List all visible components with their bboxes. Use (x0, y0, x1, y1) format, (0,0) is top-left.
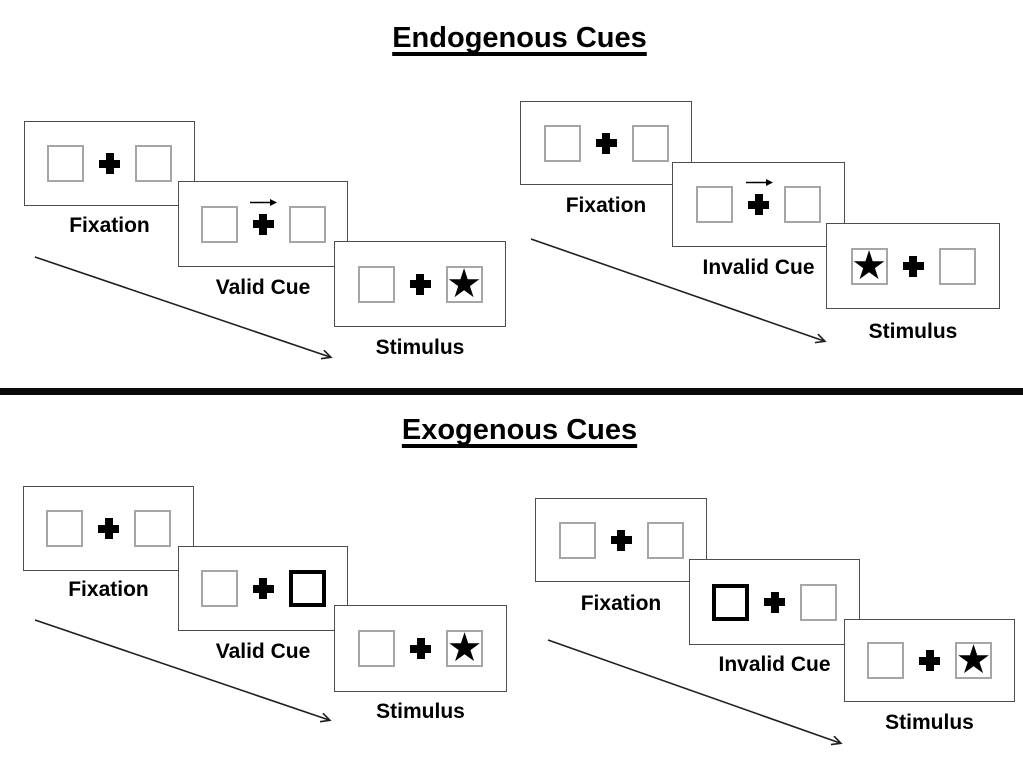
star-icon: ★ (446, 260, 482, 307)
endo-valid-stimulus-panel: ★ (334, 241, 506, 327)
right-box (135, 145, 172, 182)
left-box (46, 510, 83, 547)
left-box (357, 265, 395, 303)
center-cell (903, 256, 924, 277)
center-cell (919, 650, 940, 671)
exo-invalid-fixation-panel (535, 498, 707, 582)
right-box: ★ (446, 625, 483, 671)
step-label: Fixation (69, 214, 150, 237)
center-cell (99, 153, 120, 174)
step-label: Fixation (68, 578, 149, 601)
cue-arrow-icon (745, 179, 773, 186)
sequence-arrow-icon (34, 619, 329, 720)
fixation-cross-icon (748, 194, 769, 215)
left-box (47, 145, 84, 182)
fixation-cross-icon (764, 592, 785, 613)
star-icon: ★ (955, 637, 992, 683)
exo-invalid-stimulus-panel: ★ (844, 619, 1015, 702)
right-box (288, 570, 326, 607)
fixation-cross-icon (99, 153, 120, 174)
center-cell (764, 592, 785, 613)
endo-invalid-cue-panel (672, 162, 845, 247)
step-label: Stimulus (868, 320, 958, 343)
step-label: Invalid Cue (718, 653, 831, 676)
fixation-cross-icon (903, 256, 924, 277)
left-box (712, 583, 749, 621)
right-box (134, 510, 171, 547)
center-cell (410, 274, 431, 295)
center-cell (410, 638, 431, 659)
sequence-arrow-icon (530, 238, 824, 341)
fixation-cross-icon (253, 214, 274, 235)
exogenous-section-title: Exogenous Cues (401, 414, 638, 446)
right-box: ★ (445, 260, 483, 307)
step-label: Fixation (580, 592, 662, 615)
left-box (696, 186, 733, 223)
right-box (631, 124, 669, 162)
step-label: Stimulus (375, 336, 465, 359)
fixation-cross-icon (611, 530, 632, 551)
fixation-cross-icon (596, 133, 617, 154)
left-box (358, 630, 395, 667)
endo-invalid-stimulus-panel: ★ (826, 223, 1000, 309)
right-box (938, 247, 976, 285)
sequence-arrow-icon (34, 256, 330, 357)
right-box (800, 583, 837, 621)
exo-invalid-cue-panel (689, 559, 860, 645)
endogenous-section-title: Endogenous Cues (392, 22, 647, 54)
left-box (200, 570, 238, 607)
right-box (288, 205, 326, 243)
right-box: ★ (955, 637, 992, 683)
step-label: Stimulus (885, 711, 974, 734)
endo-valid-cue-panel (178, 181, 348, 267)
cue-arrow-icon (250, 198, 277, 206)
center-cell (596, 133, 617, 154)
endo-valid-fixation-panel (24, 121, 195, 206)
right-box (784, 186, 821, 223)
center-cell (253, 578, 274, 599)
fixation-cross-icon (98, 518, 119, 539)
exo-valid-cue-panel (178, 546, 348, 631)
left-box: ★ (850, 242, 888, 289)
fixation-cross-icon (253, 578, 274, 599)
step-label: Fixation (565, 194, 647, 217)
center-cell (98, 518, 119, 539)
section-divider (0, 388, 1023, 395)
exo-valid-fixation-panel (23, 486, 194, 571)
endo-invalid-fixation-panel (520, 101, 692, 185)
step-label: Valid Cue (215, 640, 311, 663)
exo-valid-stimulus-panel: ★ (334, 605, 507, 692)
left-box (867, 642, 904, 679)
center-cell (745, 179, 773, 215)
center-cell (611, 530, 632, 551)
star-icon: ★ (446, 625, 483, 671)
center-cell (250, 198, 277, 235)
fixation-cross-icon (410, 274, 431, 295)
step-label: Invalid Cue (702, 256, 815, 279)
fixation-cross-icon (410, 638, 431, 659)
step-label: Stimulus (376, 700, 465, 723)
left-box (558, 521, 596, 559)
fixation-cross-icon (919, 650, 940, 671)
left-box (543, 124, 581, 162)
step-label: Valid Cue (215, 276, 311, 299)
right-box (646, 521, 684, 559)
left-box (200, 205, 238, 243)
star-icon: ★ (851, 242, 887, 289)
